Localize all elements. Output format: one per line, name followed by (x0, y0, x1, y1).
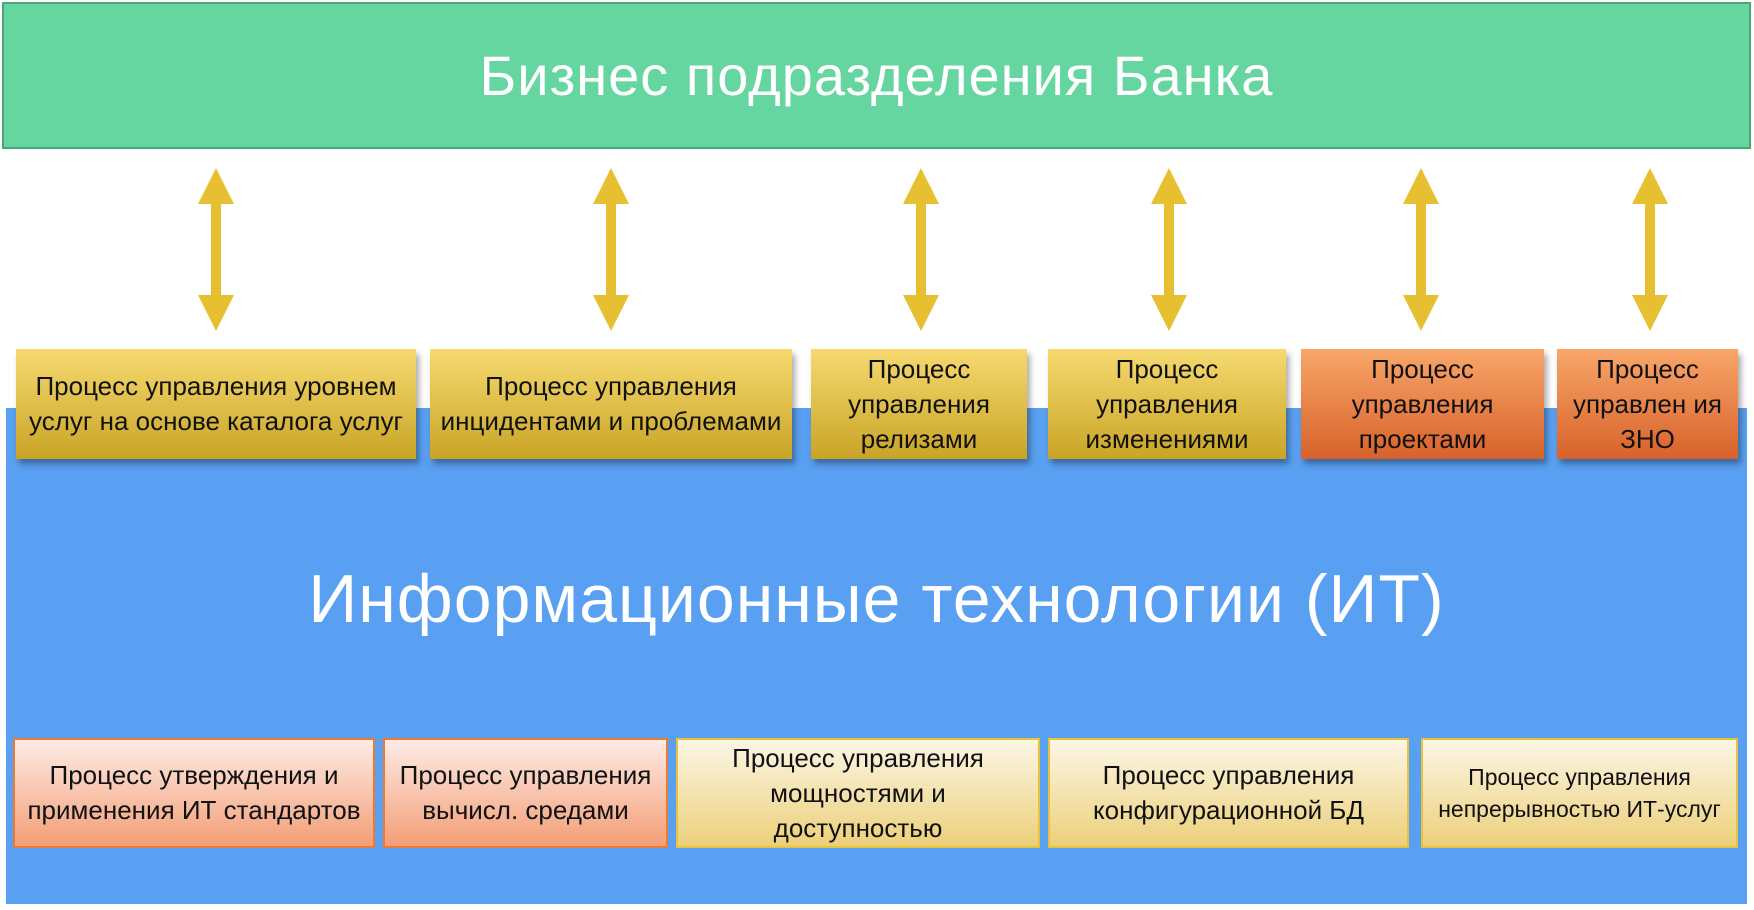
process-service-level: Процесс управления уровнем услуг на осно… (16, 349, 416, 459)
double-arrow-icon (1151, 168, 1187, 331)
double-arrow-icon (198, 168, 234, 331)
double-arrow-icon (1632, 168, 1668, 331)
process-projects: Процесс управления проектами (1301, 349, 1544, 459)
business-units-block: Бизнес подразделения Банка (2, 2, 1751, 149)
process-compute-environments: Процесс управления вычисл. средами (383, 738, 668, 848)
double-arrow-icon (1403, 168, 1439, 331)
business-units-title: Бизнес подразделения Банка (479, 44, 1274, 107)
process-releases: Процесс управления релизами (811, 349, 1027, 459)
process-changes: Процесс управления изменениями (1048, 349, 1286, 459)
process-continuity: Процесс управления непрерывностью ИТ-усл… (1421, 738, 1738, 848)
process-zno: Процесс управлен ия ЗНО (1557, 349, 1738, 459)
it-title: Информационные технологии (ИТ) (308, 561, 1445, 637)
process-capacity: Процесс управления мощностями и доступно… (676, 738, 1040, 848)
process-it-standards: Процесс утверждения и применения ИТ стан… (13, 738, 375, 848)
double-arrow-icon (593, 168, 629, 331)
process-incidents: Процесс управления инцидентами и проблем… (430, 349, 792, 459)
process-cmdb: Процесс управления конфигурационной БД (1048, 738, 1409, 848)
double-arrow-icon (903, 168, 939, 331)
